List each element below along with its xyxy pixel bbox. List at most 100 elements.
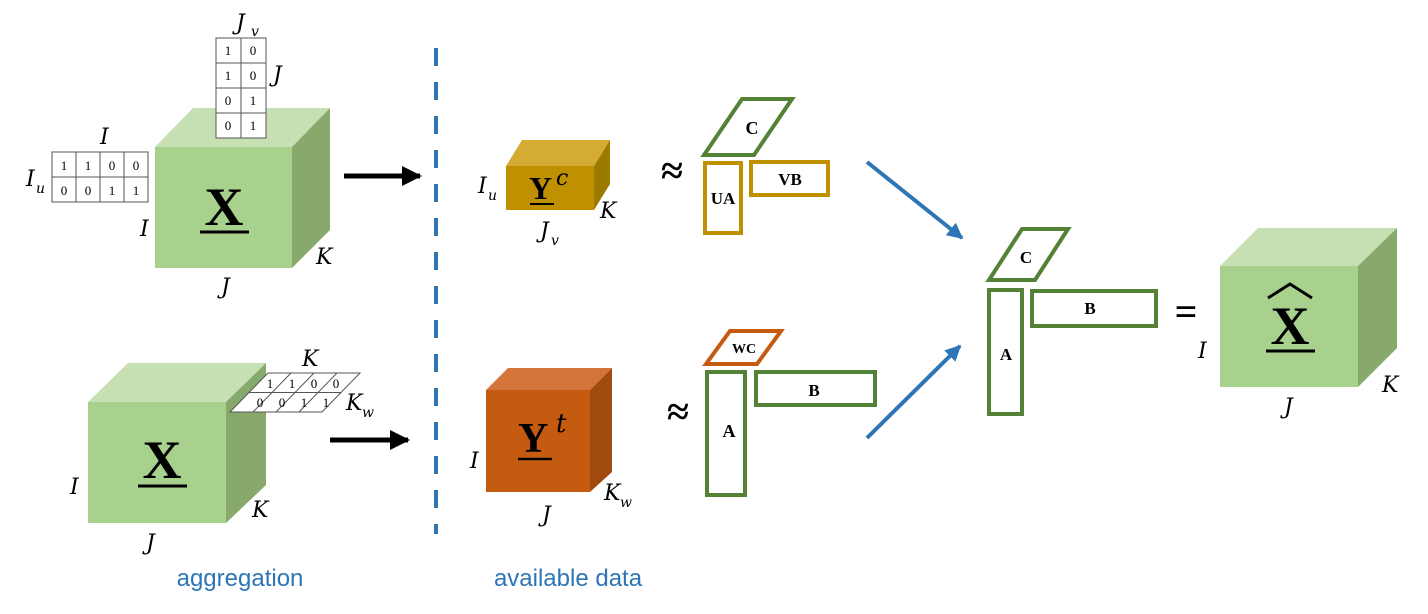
cube-side-face (292, 108, 330, 268)
factor-c-combined (985, 227, 1072, 282)
dim-label-k: K (599, 199, 618, 224)
cube-top-face (506, 140, 610, 166)
cube-front-face (88, 402, 226, 523)
kw-cell: 0 (257, 395, 264, 410)
factor-wc (702, 329, 785, 366)
caption-available-data: available data (494, 565, 643, 592)
hat-icon (1267, 282, 1313, 300)
jv-cell: 0 (225, 93, 232, 108)
dim-label-k: K (251, 498, 270, 523)
dim-label-j: J (1280, 395, 1294, 420)
factor-a-label: A (1000, 345, 1013, 364)
dim-label-j: J (269, 63, 283, 88)
matrix-kw: 1 1 0 0 0 0 1 1 (228, 372, 362, 413)
cube-front-face (155, 147, 292, 268)
cube-front-face (506, 166, 594, 210)
cube-side-face (1358, 228, 1397, 387)
factor-c (700, 97, 796, 157)
factor-wc-label: WC (732, 342, 756, 357)
kw-cell: 1 (289, 376, 296, 391)
iu-cell: 1 (133, 183, 140, 198)
factor-a-label: A (723, 421, 736, 441)
tensor-label: X (205, 177, 244, 237)
approx-symbol: ≈ (661, 148, 683, 193)
iu-cell: 0 (61, 183, 68, 198)
matrix-iu: 1 1 0 0 0 0 1 1 (51, 151, 149, 203)
jv-cell: 1 (250, 118, 257, 133)
yt-base: Y (518, 416, 548, 462)
dim-subscript-u: u (36, 181, 45, 197)
dim-subscript-w: w (620, 495, 632, 511)
dim-label-i: I (139, 217, 150, 242)
dim-label-i: I (25, 167, 36, 192)
tensor-hat-label: X (1271, 296, 1310, 356)
dim-label-i: I (477, 174, 488, 199)
factor-b-combined (1030, 289, 1158, 328)
dim-label-i: I (99, 125, 110, 150)
kw-cell: 0 (311, 376, 318, 391)
cube-top-face (88, 363, 266, 402)
cube-side-face (594, 140, 610, 210)
jv-cell: 1 (225, 68, 232, 83)
dim-subscript-v: v (251, 24, 259, 40)
factor-a (705, 370, 747, 497)
jv-cell: 0 (225, 118, 232, 133)
dim-label-k: K (301, 347, 320, 372)
iu-cell: 0 (109, 158, 116, 173)
jv-cell: 1 (250, 93, 257, 108)
jv-cell: 0 (250, 68, 257, 83)
tensor-x-top: X (155, 108, 330, 268)
yc-base: Y (529, 170, 552, 206)
kw-cell: 1 (267, 376, 274, 391)
dim-label-j: J (217, 275, 231, 300)
arrow-down-right-icon (865, 160, 964, 240)
arrow-up-right-icon (865, 344, 962, 440)
dim-subscript-v: v (551, 233, 559, 249)
factor-ua (703, 161, 743, 235)
dim-label-k: K (603, 481, 622, 506)
dim-label-j: J (232, 11, 246, 36)
dim-label-k: K (1381, 373, 1400, 398)
caption-aggregation: aggregation (177, 565, 304, 592)
factor-b-label: B (808, 381, 819, 400)
cube-top-face (486, 368, 612, 390)
iu-cell: 0 (85, 183, 92, 198)
dim-label-j: J (538, 503, 552, 528)
yc-superscript: c (556, 166, 568, 191)
factor-c-label: C (1020, 248, 1032, 267)
cube-side-face (590, 368, 612, 492)
kw-cell: 1 (323, 395, 330, 410)
matrix-jv: 1 0 1 0 0 1 0 1 (215, 37, 267, 139)
approx-symbol: ≈ (667, 389, 689, 434)
factor-vb (749, 160, 830, 197)
factor-c-label: C (746, 118, 759, 138)
iu-cell: 1 (85, 158, 92, 173)
dim-label-k: K (345, 391, 364, 416)
tensor-x-bottom: X (88, 363, 266, 523)
dim-subscript-w: w (362, 405, 374, 421)
tensor-yt: Y t (486, 368, 612, 492)
kw-cell: 0 (279, 395, 286, 410)
iu-cell: 1 (61, 158, 68, 173)
factor-vb-label: VB (778, 170, 802, 189)
cube-top-face (1220, 228, 1397, 266)
tensor-x-hat: X (1220, 228, 1397, 387)
tensor-yc: Y c (506, 140, 610, 210)
dim-label-j: J (536, 219, 550, 244)
kw-cell: 1 (301, 395, 308, 410)
dim-label-k: K (315, 245, 334, 270)
dim-subscript-u: u (488, 188, 497, 204)
yt-superscript: t (556, 409, 567, 439)
factor-ua-label: UA (711, 189, 736, 208)
factor-b-label: B (1084, 299, 1095, 318)
factor-a-combined (987, 288, 1024, 416)
dim-label-i: I (69, 475, 80, 500)
iu-cell: 0 (133, 158, 140, 173)
equals-symbol: = (1175, 289, 1198, 334)
cube-front-face (486, 390, 590, 492)
jv-cell: 1 (225, 43, 232, 58)
dim-label-i: I (1197, 339, 1208, 364)
factor-b (754, 370, 877, 407)
dim-label-i: I (469, 449, 480, 474)
